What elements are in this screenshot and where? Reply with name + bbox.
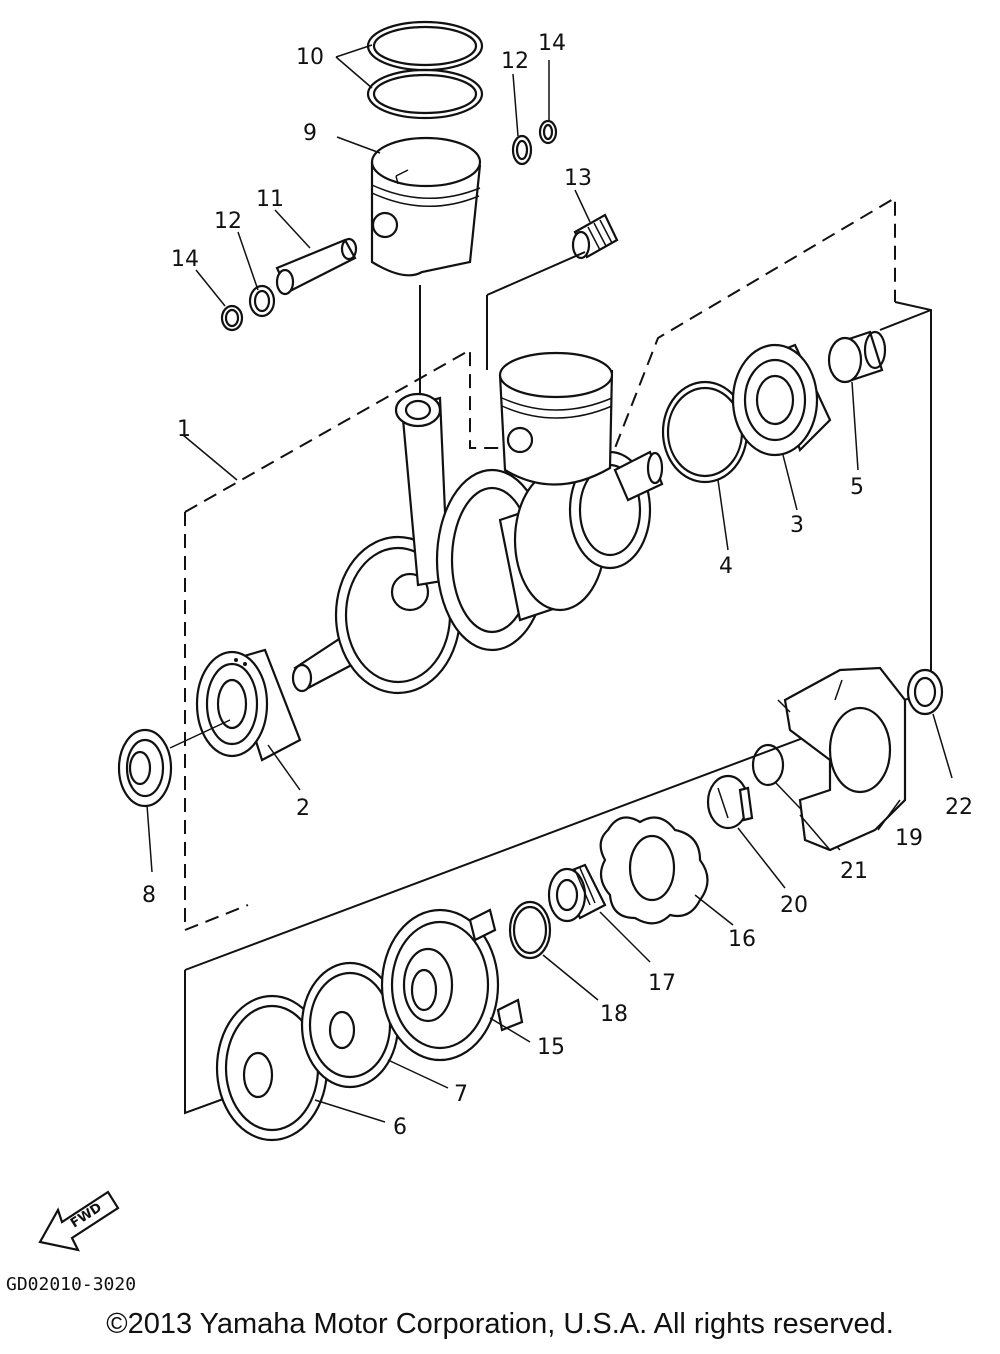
callout-1: 1 (177, 417, 191, 442)
callout-13: 13 (564, 166, 592, 191)
callout-15: 15 (537, 1035, 565, 1060)
callout-11: 11 (256, 187, 284, 212)
callout-21: 21 (840, 859, 868, 884)
callout-7: 7 (454, 1082, 468, 1107)
plug (706, 774, 754, 830)
copyright-notice: ©2013 Yamaha Motor Corporation, U.S.A. A… (106, 1308, 894, 1340)
callout-14-b: 14 (171, 247, 199, 272)
callout-20: 20 (780, 893, 808, 918)
callout-14-a: 14 (538, 31, 566, 56)
washer (906, 668, 944, 716)
callout-9: 9 (303, 121, 317, 146)
diagram-code: GD02010-3020 (6, 1274, 136, 1295)
piston-pin (275, 237, 358, 296)
piston-pin-washer-right (511, 134, 533, 166)
bushing (827, 330, 887, 384)
callout-19: 19 (895, 826, 923, 851)
main-bearing-right (731, 343, 832, 457)
rubber-damper (599, 816, 709, 925)
callout-12-a: 12 (501, 49, 529, 74)
callout-labels: 1 2 3 4 5 6 7 8 9 10 11 12 12 13 14 14 1… (142, 31, 973, 1140)
piston-pin-clip-left (220, 304, 244, 332)
fwd-arrow-icon: FWD (38, 1190, 120, 1252)
piston-rings (366, 20, 484, 120)
callout-22: 22 (945, 795, 973, 820)
needle-bearing (571, 213, 619, 260)
callout-4: 4 (719, 554, 733, 579)
callout-8: 8 (142, 883, 156, 908)
piston (370, 136, 482, 277)
callout-16: 16 (728, 927, 756, 952)
callout-17: 17 (648, 971, 676, 996)
callout-2: 2 (296, 796, 310, 821)
callout-12-b: 12 (214, 209, 242, 234)
spacer (547, 863, 607, 923)
coupling-cover (777, 666, 907, 852)
piston-assembled (498, 351, 614, 486)
piston-pin-washer-left (248, 284, 276, 318)
callout-10: 10 (296, 45, 324, 70)
callout-5: 5 (850, 475, 864, 500)
piston-pin-clip-right (538, 119, 558, 145)
main-bearing-left (195, 648, 302, 762)
callout-6: 6 (393, 1115, 407, 1140)
oil-seal (117, 728, 173, 808)
crankshaft (291, 392, 664, 695)
callout-3: 3 (790, 513, 804, 538)
callout-18: 18 (600, 1002, 628, 1027)
coupling (380, 908, 524, 1062)
o-ring-small (751, 743, 785, 787)
damper-plate (300, 961, 400, 1089)
o-ring-large (508, 900, 552, 960)
